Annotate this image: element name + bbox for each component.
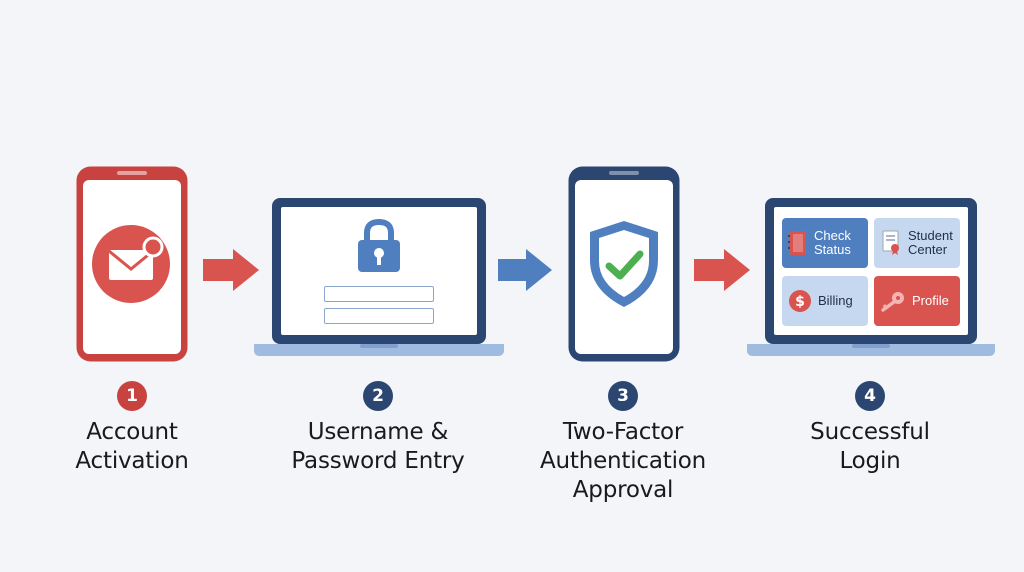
lock-icon (358, 218, 400, 272)
step-label-line: Two-Factor (562, 419, 684, 445)
notebook-icon (788, 231, 806, 255)
step-label-4: Successful Login (750, 418, 990, 476)
step-label-3: Two-Factor Authentication Approval (503, 418, 743, 505)
tile-label-line2: Center (908, 242, 948, 257)
tile-label-line2: Status (814, 242, 851, 257)
step-label-1: Account Activation (12, 418, 252, 476)
email-icon (92, 225, 170, 303)
tile-label-line1: Check (814, 228, 851, 243)
step-number-1: 1 (117, 381, 147, 411)
username-field[interactable] (324, 286, 434, 302)
dashboard-tile-billing[interactable]: $ Billing (782, 276, 868, 326)
step-number-3: 3 (608, 381, 638, 411)
key-icon (881, 292, 904, 312)
svg-text:$: $ (795, 294, 805, 310)
arrow-right-icon (694, 249, 750, 291)
certificate-icon (882, 230, 899, 255)
tile-label-line1: Profile (912, 293, 949, 308)
step-label-line: Password Entry (291, 448, 465, 474)
step-number-2: 2 (363, 381, 393, 411)
step-label-line: Successful (810, 419, 930, 445)
step-number-4: 4 (855, 381, 885, 411)
tile-label-line1: Billing (818, 293, 853, 308)
arrow-right-icon (203, 249, 259, 291)
dashboard-tile-profile[interactable]: Profile (874, 276, 960, 326)
step-label-line: Activation (75, 448, 189, 474)
step-label-line: Account (86, 419, 178, 445)
step-label-2: Username & Password Entry (258, 418, 498, 476)
step-label-line: Approval (572, 477, 674, 503)
dollar-icon: $ (789, 290, 811, 312)
shield-check-icon (590, 221, 658, 307)
step-label-line: Authentication (539, 448, 707, 474)
step-label-line: Login (839, 448, 901, 474)
dashboard-tile-student-center[interactable]: Student Center (874, 218, 960, 268)
step-label-line: Username & (307, 419, 449, 445)
password-field[interactable] (324, 308, 434, 324)
arrow-right-icon (498, 249, 552, 291)
tile-label-line1: Student (908, 228, 953, 243)
dashboard-tile-check-status[interactable]: Check Status (782, 218, 868, 268)
